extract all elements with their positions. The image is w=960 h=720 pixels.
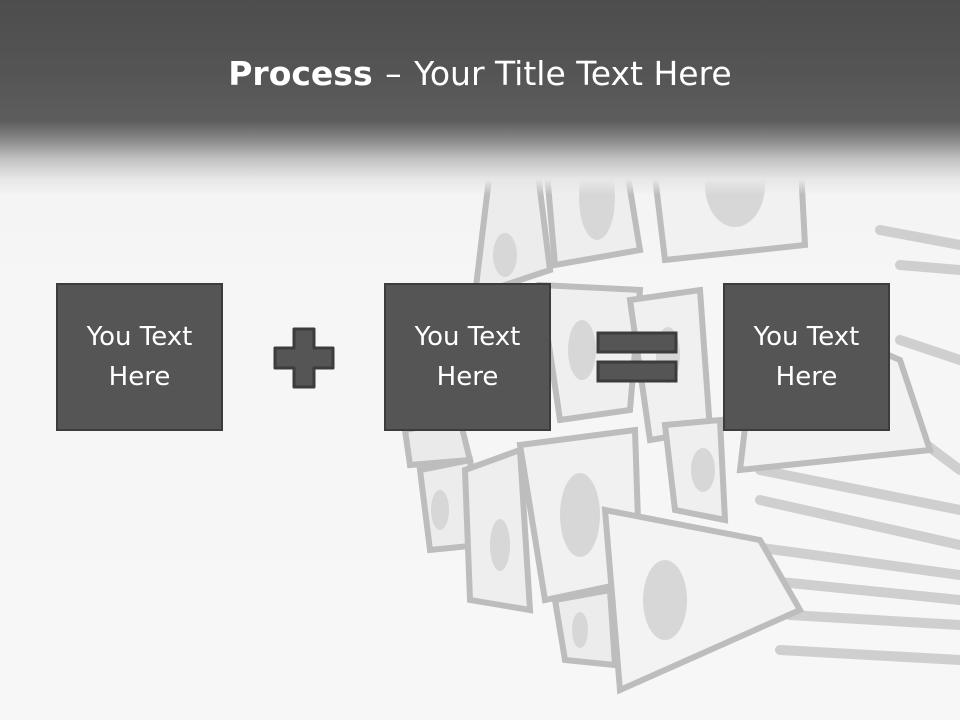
process-box-3-text: You Text Here	[753, 322, 860, 392]
title-rest-text: Your Title Text Here	[414, 54, 732, 93]
process-box-3: You Text Here	[723, 283, 890, 431]
equals-icon	[596, 331, 678, 383]
process-box-2: You Text Here	[384, 283, 551, 431]
process-box-2-text: You Text Here	[414, 322, 521, 392]
process-box-1: You Text Here	[56, 283, 223, 431]
plus-icon	[273, 327, 335, 389]
title-bold-text: Process	[228, 54, 373, 93]
process-box-1-text: You Text Here	[86, 322, 193, 392]
title-dash: –	[385, 54, 402, 93]
slide-title: Process – Your Title Text Here	[0, 52, 960, 96]
title-bar	[0, 0, 960, 195]
